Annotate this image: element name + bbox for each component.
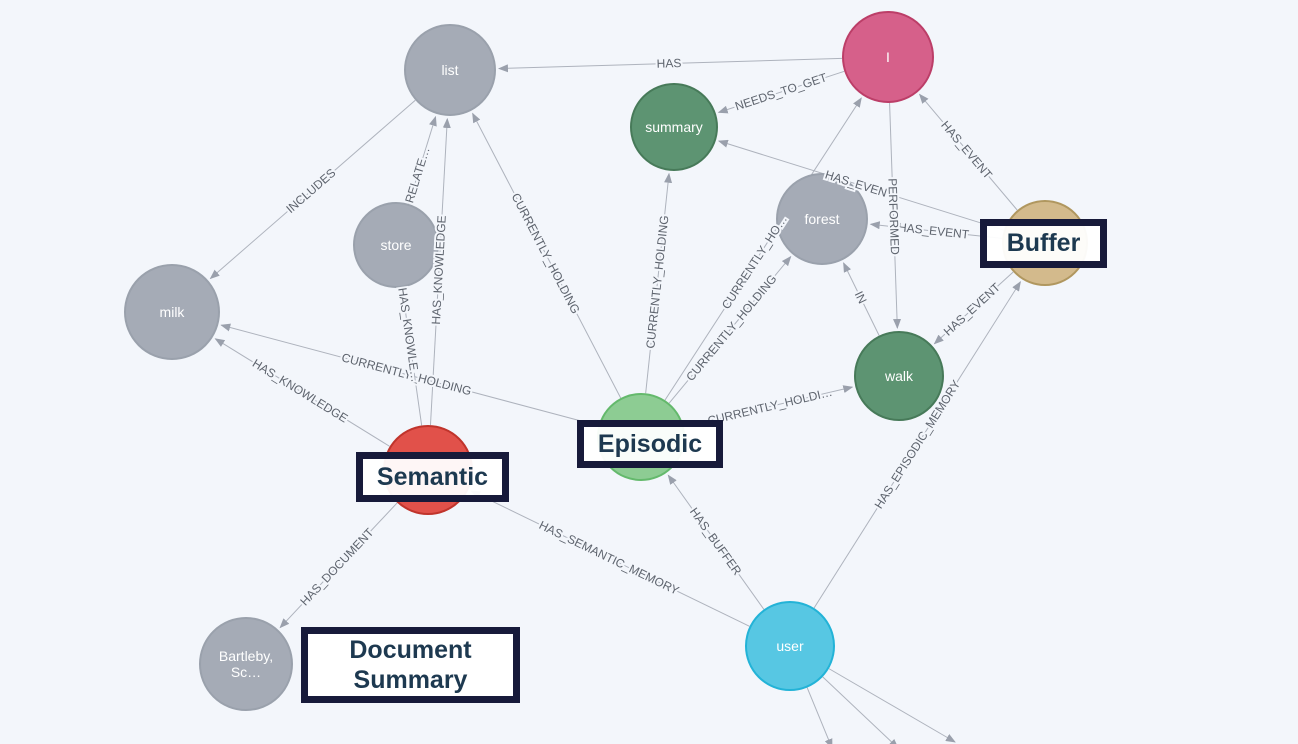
edge-walk-forest[interactable] (843, 262, 880, 336)
edge-semantic-bartleby[interactable] (279, 502, 398, 629)
edge-store-list[interactable] (408, 115, 437, 205)
edge-label-i-list[interactable]: HAS (654, 54, 683, 73)
node-caption-list: list (441, 62, 458, 78)
edge-label-store-list[interactable]: RELATE… (400, 143, 434, 206)
edge-semantic-milk[interactable] (214, 338, 390, 447)
edge-user-semantic[interactable] (470, 490, 750, 627)
edge-label-semantic-bartleby[interactable]: HAS_DOCUMENT (295, 523, 379, 610)
edge-buffer-summary[interactable] (717, 139, 1005, 231)
edge-episodic-i[interactable] (664, 97, 862, 401)
edge-buffer-walk[interactable] (933, 271, 1014, 345)
edge-label-i-summary[interactable]: NEEDS_TO_GET (731, 68, 831, 115)
edge-buffer-i[interactable] (918, 93, 1018, 211)
edge-label-buffer-forest[interactable]: HAS_EVENT (895, 218, 972, 244)
edge-i-walk[interactable] (889, 102, 902, 330)
callout-document-summary-label: Document Summary (349, 635, 472, 695)
edge-episodic-forest[interactable] (668, 255, 792, 404)
node-bartleby[interactable] (199, 617, 293, 711)
callout-buffer-label: Buffer (1006, 229, 1081, 258)
edge-user-buffer[interactable] (813, 281, 1021, 609)
node-caption-i: I (886, 49, 890, 65)
node-milk[interactable] (124, 264, 220, 360)
node-caption-walk: walk (884, 368, 914, 384)
node-caption-store: store (380, 237, 411, 253)
node-caption-summary: summary (645, 119, 703, 135)
edge-label-i-walk[interactable]: PERFORMED (883, 176, 904, 257)
edge-label-episodic-summary[interactable]: CURRENTLY_HOLDING (641, 213, 673, 352)
edge-offscreen-2[interactable] (828, 668, 956, 743)
callout-semantic: Semantic (356, 452, 509, 502)
edge-label-buffer-walk[interactable]: HAS_EVENT (939, 278, 1006, 341)
edge-offscreen-1[interactable] (822, 676, 899, 744)
edge-label-semantic-milk[interactable]: HAS_KNOWLEDGE (248, 354, 352, 427)
node-caption-milk: milk (160, 304, 186, 320)
node-forest[interactable] (776, 173, 868, 265)
callout-document-summary: Document Summary (301, 627, 520, 703)
edge-list-milk[interactable] (209, 99, 416, 280)
edge-label-walk-forest[interactable]: IN (850, 287, 872, 308)
node-i[interactable] (842, 11, 934, 103)
callout-episodic: Episodic (577, 420, 723, 468)
edge-label-user-semantic[interactable]: HAS_SEMANTIC_MEMORY (535, 516, 683, 600)
node-caption-user: user (776, 638, 804, 654)
node-store[interactable] (353, 202, 439, 288)
edge-label-buffer-i[interactable]: HAS_EVENT (936, 116, 997, 184)
edge-semantic-list[interactable] (429, 117, 451, 426)
node-caption-forest: forest (804, 211, 839, 227)
edge-semantic-store[interactable] (399, 289, 423, 426)
edge-label-episodic-walk[interactable]: CURRENTLY_HOLDI… (704, 383, 836, 430)
callout-episodic-label: Episodic (597, 429, 703, 458)
edge-episodic-summary[interactable] (645, 172, 673, 394)
callout-semantic-label: Semantic (376, 462, 489, 491)
edge-user-episodic[interactable] (667, 474, 765, 610)
edge-i-summary[interactable] (717, 70, 845, 114)
node-list[interactable] (404, 24, 496, 116)
edge-offscreen-0[interactable] (806, 687, 833, 744)
node-caption-bartleby: Bartleby,Sc… (219, 648, 273, 680)
callout-buffer: Buffer (980, 219, 1107, 268)
node-walk[interactable] (854, 331, 944, 421)
edge-i-list[interactable] (497, 57, 843, 73)
edge-episodic-milk[interactable] (220, 323, 599, 427)
edge-label-user-episodic[interactable]: HAS_BUFFER (685, 503, 747, 580)
node-user[interactable] (745, 601, 835, 691)
node-summary[interactable] (630, 83, 718, 171)
edge-label-list-milk[interactable]: INCLUDES (281, 164, 340, 218)
edge-episodic-list[interactable] (472, 112, 622, 399)
edge-label-episodic-list[interactable]: CURRENTLY_HOLDING (507, 189, 585, 318)
